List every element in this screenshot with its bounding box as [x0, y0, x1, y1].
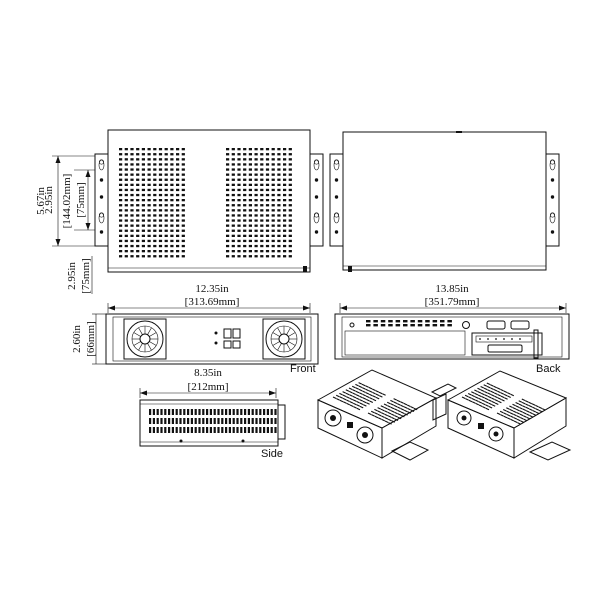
- overall-width-in-label: 13.85in: [435, 283, 469, 295]
- iso-bracket: [432, 393, 447, 421]
- side-dimension: 8.35in [212mm]: [139, 367, 277, 398]
- overall-width-mm-label: [351.79mm]: [425, 296, 480, 308]
- hole-spacing-dimension: 2.95in [75mm]: [43, 169, 95, 231]
- front-height-in-label: 2.60in: [71, 325, 83, 353]
- mounting-bracket-right-2: [545, 153, 560, 247]
- mounting-bracket-left-2: [329, 153, 344, 247]
- serial-port-icon: [486, 320, 530, 330]
- width-in-label: 12.35in: [195, 283, 229, 295]
- side-length-mm-label: [212mm]: [188, 381, 229, 393]
- top-view-plain-body: [342, 131, 547, 271]
- fan-left-icon: [123, 318, 167, 360]
- width-mm-label: [313.69mm]: [185, 296, 240, 308]
- bracket-spacing-mm-label: [75mm]: [80, 258, 92, 293]
- side-vent-slots: [149, 409, 277, 433]
- vent-grille-left: [119, 148, 185, 258]
- side-view: Side: [139, 399, 286, 460]
- top-view-vented: [94, 129, 324, 273]
- expansion-slot-area: [344, 330, 466, 356]
- back-vent-slots: [366, 320, 452, 327]
- back-view: Back: [334, 313, 570, 375]
- isometric-view-left: [316, 369, 447, 461]
- back-view-label: Back: [536, 363, 561, 375]
- iso-bracket-2: [430, 383, 458, 397]
- iso-fan-icon: [324, 409, 342, 427]
- height-dimension: 5.67in [144.02mm]: [35, 155, 95, 247]
- hole-spacing-mm-label: [75mm]: [75, 182, 87, 217]
- hole-spacing-in-label: 2.95in: [43, 186, 55, 214]
- mounting-bracket-left: [94, 153, 109, 247]
- overall-width-dimension: 13.85in [351.79mm]: [339, 283, 567, 313]
- height-mm-label: [144.02mm]: [61, 174, 73, 229]
- side-view-label: Side: [261, 448, 283, 460]
- top-view-plain: [329, 131, 560, 272]
- power-jack-icon: [462, 321, 470, 329]
- vent-grille-right: [226, 148, 292, 258]
- bracket-spacing-dimension: 2.95in [75mm]: [66, 256, 93, 294]
- bracket-spacing-in-label: 2.95in: [66, 262, 78, 290]
- front-height-mm-label: [66mm]: [85, 321, 97, 356]
- mounting-bracket-right: [309, 153, 324, 247]
- width-dimension: 12.35in [313.69mm]: [107, 283, 311, 313]
- height-in-label: 5.67in: [35, 187, 47, 215]
- iso-fan-icon-2: [456, 410, 472, 426]
- front-height-dimension: 2.60in [66mm]: [71, 313, 106, 365]
- power-switch-panel: [214, 328, 241, 349]
- side-length-in-label: 8.35in: [194, 367, 222, 379]
- front-view: Front: [105, 313, 319, 375]
- front-view-label: Front: [290, 363, 316, 375]
- io-panel: [471, 329, 543, 359]
- fan-right-icon: [262, 318, 306, 360]
- isometric-view-right: [430, 370, 572, 461]
